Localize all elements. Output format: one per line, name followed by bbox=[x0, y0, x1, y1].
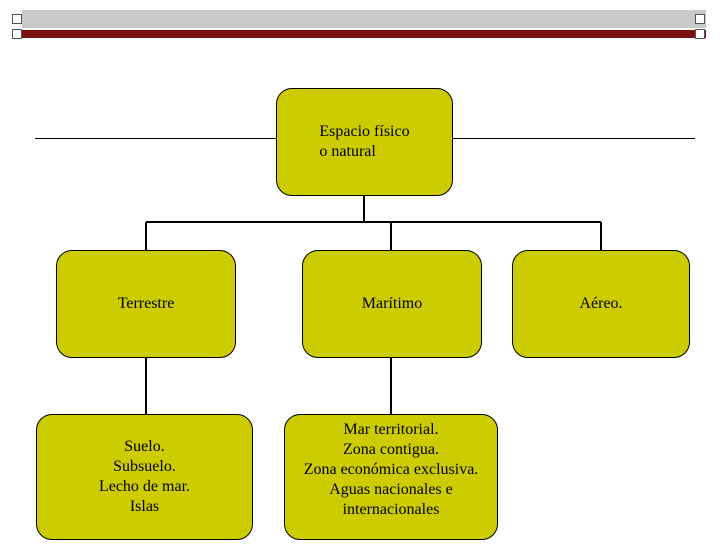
slide-accent-bar bbox=[22, 30, 706, 38]
node-label: Terrestre bbox=[117, 295, 175, 312]
node-label: Suelo. Subsuelo. Lecho de mar. Islas bbox=[98, 438, 191, 515]
slide-header-bar bbox=[22, 10, 706, 28]
header-square-icon bbox=[695, 29, 705, 39]
header-square-icon bbox=[12, 29, 22, 39]
node-terrestre: Terrestre bbox=[56, 250, 236, 358]
node-espacio-fisico: Espacio físico o natural bbox=[276, 88, 453, 196]
node-label: Marítimo bbox=[361, 295, 423, 312]
node-maritimo: Marítimo bbox=[302, 250, 482, 358]
node-terrestre-detail: Suelo. Subsuelo. Lecho de mar. Islas bbox=[36, 414, 253, 540]
header-square-icon bbox=[695, 14, 705, 24]
node-maritimo-detail-label: Mar territorial. Zona contigua. Zona eco… bbox=[303, 421, 479, 518]
node-aereo: Aéreo. bbox=[512, 250, 690, 358]
header-square-icon bbox=[12, 14, 22, 24]
node-maritimo-detail-box bbox=[284, 414, 498, 540]
node-label: Espacio físico o natural bbox=[319, 123, 410, 160]
node-label: Aéreo. bbox=[579, 295, 623, 312]
